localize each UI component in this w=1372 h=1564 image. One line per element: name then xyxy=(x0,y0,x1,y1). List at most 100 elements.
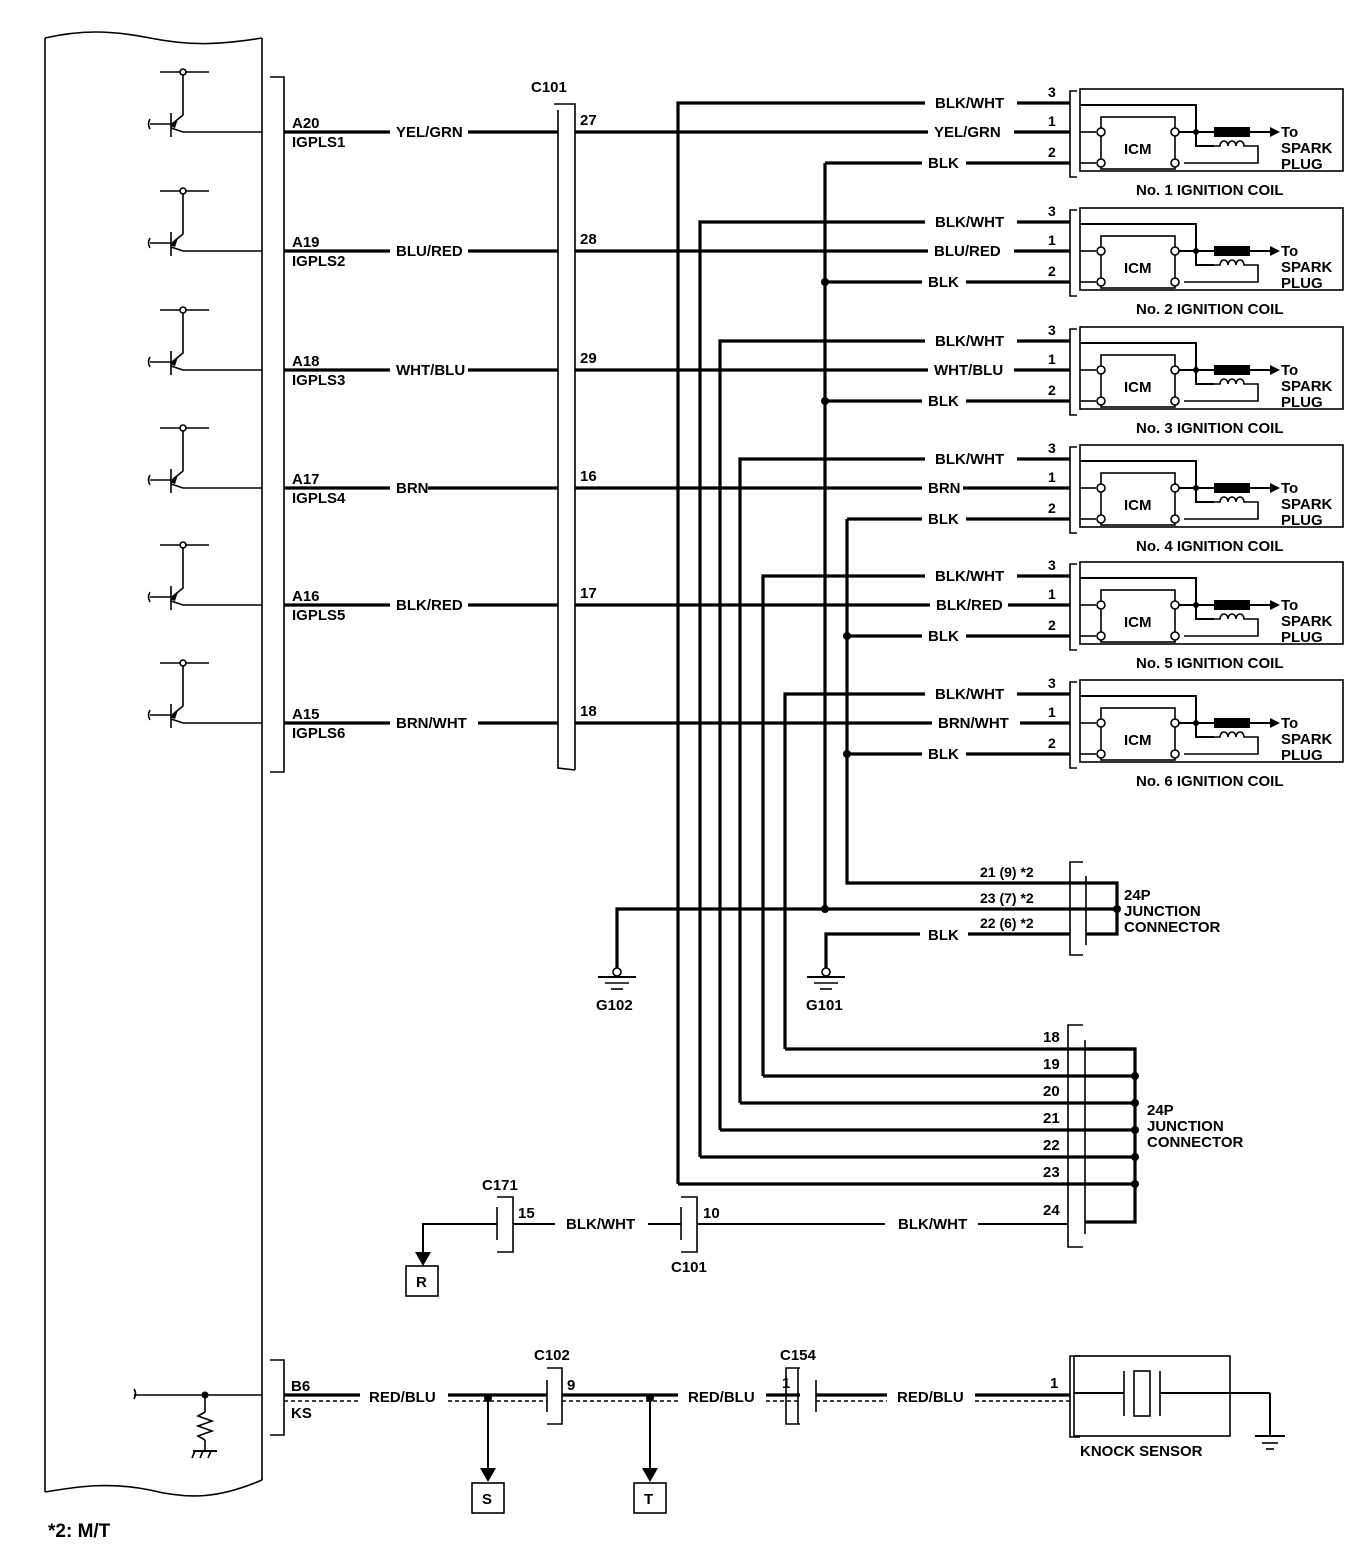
c154-label: C154 xyxy=(780,1347,817,1364)
coil-pin-1: 1 xyxy=(1048,704,1056,720)
ecm-signal-label: IGPLS3 xyxy=(292,372,345,389)
power-wire-label: BLK/WHT xyxy=(935,568,1004,585)
ground-wire-label: BLK xyxy=(928,274,959,291)
knock-sensor-label: KNOCK SENSOR xyxy=(1080,1443,1203,1460)
coil-winding-icon xyxy=(1184,378,1259,402)
coil-pin-3: 3 xyxy=(1048,557,1056,573)
coil-pin-2: 2 xyxy=(1048,382,1056,398)
power-wire-label: BLK/WHT xyxy=(935,686,1004,703)
ref-r-label: R xyxy=(416,1274,427,1291)
junction-lower-feed-wire-label: BLK/WHT xyxy=(898,1216,967,1233)
ref-t-box[interactable] xyxy=(633,1482,667,1514)
ecm-transistors xyxy=(147,68,262,728)
coil-winding-icon xyxy=(1184,140,1259,164)
coil-box xyxy=(1079,207,1344,291)
coil-name: No. 6 IGNITION COIL xyxy=(1136,773,1284,790)
ref-r-box[interactable] xyxy=(405,1265,439,1297)
coil-name: No. 5 IGNITION COIL xyxy=(1136,655,1284,672)
spark-plug-to: To xyxy=(1281,480,1298,497)
arrow-right-icon xyxy=(1270,127,1280,137)
ref-s-box[interactable] xyxy=(471,1482,505,1514)
spark-plug-line2: SPARK xyxy=(1281,140,1333,157)
arrow-right-icon xyxy=(1270,483,1280,493)
coil-pin-2: 2 xyxy=(1048,144,1056,160)
coil-box xyxy=(1079,679,1344,763)
spark-plug-line3: PLUG xyxy=(1281,512,1323,529)
junction-upper-label-3: CONNECTOR xyxy=(1124,919,1221,936)
icm-label: ICM xyxy=(1124,732,1152,749)
spark-plug-to: To xyxy=(1281,597,1298,614)
c101-feed-pin: 10 xyxy=(703,1205,720,1222)
footnote: *2: M/T xyxy=(48,1521,111,1542)
ecm-pin-label: A15 xyxy=(292,706,320,723)
coil-box xyxy=(1079,561,1344,645)
spark-plug-to: To xyxy=(1281,715,1298,732)
ground-g101: BLK G101 xyxy=(806,927,1070,1014)
transistor-icon xyxy=(147,659,262,728)
coil-pin-1: 1 xyxy=(1048,351,1056,367)
junction-upper-pin-21: 21 (9) *2 xyxy=(980,864,1034,880)
power-feed-wire-mid-label: BLK/WHT xyxy=(566,1216,635,1233)
junction-lower-pin: 24 xyxy=(1043,1202,1060,1219)
coil-pin-3: 3 xyxy=(1048,84,1056,100)
signal-wire-label: BLU/RED xyxy=(396,243,463,260)
power-feed-circuit: C171 15 R BLK/WHT 10 C101 BLK/WHT xyxy=(405,1177,1068,1297)
power-wire xyxy=(676,101,925,1184)
spark-plug-line3: PLUG xyxy=(1281,394,1323,411)
knock-wire-3-label: RED/BLU xyxy=(897,1389,964,1406)
coil-pin-2: 2 xyxy=(1048,617,1056,633)
power-wire xyxy=(783,692,925,1049)
ecm-pin-label: A19 xyxy=(292,234,320,251)
junction-upper-label-1: 24P xyxy=(1124,887,1151,904)
c101-pin-label: 17 xyxy=(580,585,597,602)
ecm-signal-label: IGPLS2 xyxy=(292,253,345,270)
signal-wire-label-coil: YEL/GRN xyxy=(934,124,1001,141)
signal-wire-label: BLK/RED xyxy=(396,597,463,614)
ecm-signal-label: IGPLS5 xyxy=(292,607,345,624)
ground-g102: G102 xyxy=(596,907,825,1014)
ground-g101-wire-label: BLK xyxy=(928,927,959,944)
junction-lower-pin: 18 xyxy=(1043,1029,1060,1046)
c101-label: C101 xyxy=(531,79,567,96)
ecm-signal-label: IGPLS1 xyxy=(292,134,345,151)
coil-pin-1: 1 xyxy=(1048,113,1056,129)
coil-pin-1: 1 xyxy=(1048,586,1056,602)
icm-label: ICM xyxy=(1124,141,1152,158)
junction-lower-label-1: 24P xyxy=(1147,1102,1174,1119)
transistor-icon xyxy=(147,306,262,375)
spark-plug-to: To xyxy=(1281,362,1298,379)
ground-wire-label: BLK xyxy=(928,511,959,528)
ecm-connector-a-bracket xyxy=(270,76,285,773)
c171-pin: 15 xyxy=(518,1205,535,1222)
ground-wire-label: BLK xyxy=(928,155,959,172)
transistor-icon xyxy=(147,187,262,256)
arrow-right-icon xyxy=(1270,600,1280,610)
coil-box xyxy=(1079,444,1344,528)
power-wire xyxy=(718,339,925,1130)
ecm-pin-label: A16 xyxy=(292,588,320,605)
signal-wire-label: YEL/GRN xyxy=(396,124,463,141)
ecm-pin-label: A20 xyxy=(292,115,320,132)
knock-wire-1-label: RED/BLU xyxy=(369,1389,436,1406)
knock-sensor-circuit: B6 KS RED/BLU S C102 9 T RED/BLU C154 1 xyxy=(133,1347,1285,1514)
transistor-icon xyxy=(147,424,262,493)
spark-plug-to: To xyxy=(1281,124,1298,141)
ref-t-label: T xyxy=(644,1491,653,1508)
coil-pin-2: 2 xyxy=(1048,500,1056,516)
spark-plug-line3: PLUG xyxy=(1281,629,1323,646)
coil-pin-3: 3 xyxy=(1048,322,1056,338)
spark-plug-line3: PLUG xyxy=(1281,156,1323,173)
power-wire xyxy=(738,457,925,1103)
coil-pin-3: 3 xyxy=(1048,675,1056,691)
coil-core xyxy=(1214,718,1250,728)
c101-feed-label: C101 xyxy=(671,1259,707,1276)
transistor-icon xyxy=(147,541,262,610)
junction-connector-upper: 24P JUNCTION CONNECTOR 21 (9) *2 23 (7) … xyxy=(980,861,1221,956)
junction-lower-pin: 21 xyxy=(1043,1110,1060,1127)
